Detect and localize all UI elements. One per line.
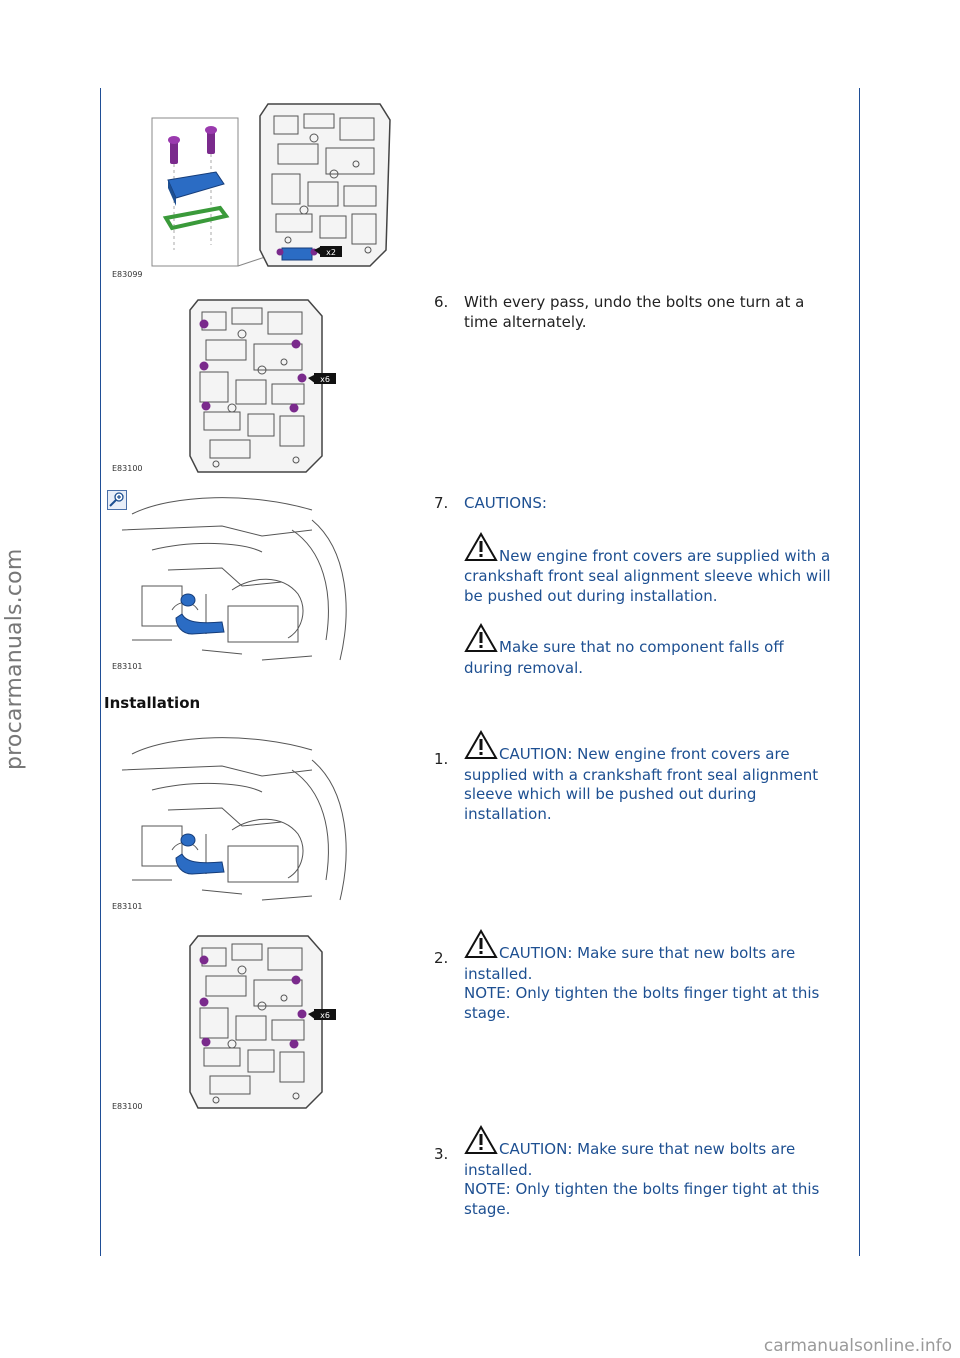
caution-paragraph: CAUTION: Make sure that new bolts are in…: [464, 1124, 834, 1180]
installation-step-3: 3. CAUTION: Make sure that new bolts are…: [434, 1124, 834, 1219]
step-text: With every pass, undo the bolts one turn…: [464, 293, 805, 331]
figure-valve-body-bolts-installation: x6: [188, 932, 348, 1112]
figure5-callout: x6: [320, 1011, 330, 1020]
watermark-bottom: carmanualsonline.info: [763, 1336, 952, 1356]
caution-text: CAUTION: New engine front covers are sup…: [464, 745, 819, 823]
figure-crankshaft-front-seal: [112, 490, 352, 670]
cautions-title: CAUTIONS:: [464, 494, 547, 512]
removal-step-7: 7. CAUTIONS: New engine front covers are…: [434, 494, 834, 678]
figure5-code: E83100: [112, 1102, 143, 1111]
note-text: NOTE: Only tighten the bolts finger tigh…: [464, 1180, 820, 1218]
right-margin-rule: [859, 88, 860, 1256]
figure-crankshaft-front-seal-installation: [112, 730, 352, 910]
figure3-code: E83101: [112, 662, 143, 671]
left-margin-rule: [100, 88, 101, 1256]
warning-triangle-icon: [464, 1124, 498, 1161]
step-number: 3.: [434, 1145, 449, 1163]
watermark-left: procarmanuals.com: [2, 548, 27, 770]
step-number: 6.: [434, 293, 449, 311]
warning-triangle-icon: [464, 531, 498, 568]
removal-step-6: 6. With every pass, undo the bolts one t…: [434, 293, 834, 332]
warning-triangle-icon: [464, 928, 498, 965]
caution-text: New engine front covers are supplied wit…: [464, 546, 831, 605]
figure-valve-body-solenoid: x2: [108, 100, 398, 280]
caution-text: Make sure that no component falls off du…: [464, 638, 784, 677]
step-number: 7.: [434, 494, 449, 512]
figure4-code: E83101: [112, 902, 143, 911]
step-number: 1.: [434, 750, 449, 768]
installation-step-1: 1. CAUTION: New engine front covers are …: [434, 729, 834, 824]
warning-triangle-icon: [464, 622, 498, 659]
warning-triangle-icon: [464, 729, 498, 766]
step-number: 2.: [434, 949, 449, 967]
caution-text: CAUTION: Make sure that new bolts are in…: [464, 1140, 796, 1179]
section-heading-installation: Installation: [104, 694, 201, 712]
caution-text: CAUTION: Make sure that new bolts are in…: [464, 944, 796, 983]
installation-step-2: 2. CAUTION: Make sure that new bolts are…: [434, 928, 834, 1023]
figure-valve-body-bolts: x6: [188, 296, 348, 476]
figure2-code: E83100: [112, 464, 143, 473]
figure1-code: E83099: [112, 270, 143, 279]
zoom-in-icon[interactable]: [107, 490, 127, 514]
figure1-callout: x2: [326, 248, 336, 257]
caution-paragraph: Make sure that no component falls off du…: [464, 622, 834, 678]
caution-paragraph: New engine front covers are supplied wit…: [464, 531, 834, 607]
note-text: NOTE: Only tighten the bolts finger tigh…: [464, 984, 820, 1022]
figure2-callout: x6: [320, 375, 330, 384]
caution-paragraph: CAUTION: Make sure that new bolts are in…: [464, 928, 834, 984]
